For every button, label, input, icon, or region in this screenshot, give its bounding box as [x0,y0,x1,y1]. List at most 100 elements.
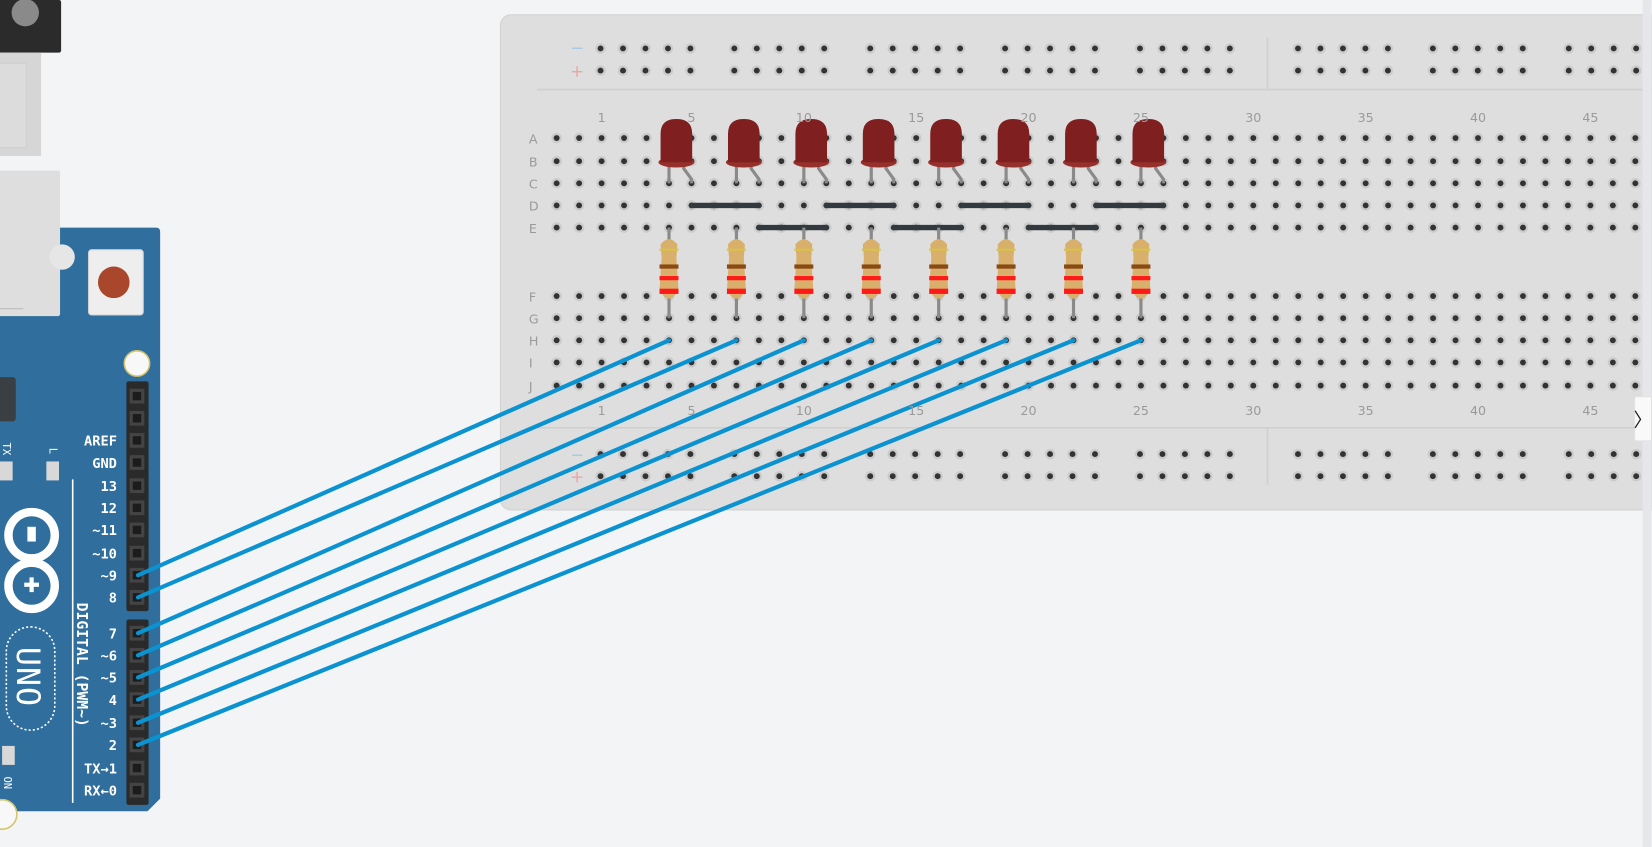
breadboard-hole[interactable] [1180,335,1192,346]
breadboard-hole[interactable] [1585,222,1596,233]
breadboard-hole[interactable] [1450,43,1461,54]
breadboard-hole[interactable] [596,200,607,211]
breadboard-hole[interactable] [1180,155,1192,167]
breadboard-hole[interactable] [1248,222,1259,233]
breadboard-hole[interactable] [999,65,1011,76]
breadboard-hole[interactable] [1292,43,1304,54]
breadboard-hole[interactable] [1292,290,1304,302]
breadboard-hole[interactable] [1113,380,1124,391]
breadboard-hole[interactable] [1472,132,1484,144]
breadboard-hole[interactable] [1562,200,1574,211]
signal-wire[interactable] [135,338,1076,725]
signal-wire[interactable] [135,338,941,680]
breadboard-hole[interactable] [999,448,1011,460]
breadboard-hole[interactable] [1382,200,1394,211]
breadboard-hole[interactable] [1495,43,1506,54]
breadboard-hole[interactable] [933,200,944,211]
breadboard-hole[interactable] [1023,290,1034,302]
breadboard-hole[interactable] [1179,448,1191,460]
breadboard-hole[interactable] [1045,200,1057,211]
breadboard-hole[interactable] [1630,178,1641,189]
breadboard-hole[interactable] [641,132,652,144]
breadboard-hole[interactable] [573,132,585,144]
breadboard-hole[interactable] [1315,335,1326,346]
breadboard-hole[interactable] [1337,155,1349,167]
breadboard-hole[interactable] [1427,312,1439,324]
breadboard-hole[interactable] [774,448,785,460]
breadboard-hole[interactable] [1562,335,1574,346]
breadboard-hole[interactable] [1224,470,1236,482]
breadboard-hole[interactable] [1337,448,1349,460]
breadboard-hole[interactable] [1607,222,1619,233]
breadboard-hole[interactable] [1225,290,1237,302]
breadboard-hole[interactable] [640,470,651,482]
breadboard-hole[interactable] [776,290,787,302]
breadboard-hole[interactable] [978,357,989,368]
breadboard-hole[interactable] [686,312,697,324]
breadboard-hole[interactable] [1495,470,1506,482]
breadboard-hole[interactable] [843,357,855,368]
breadboard-hole[interactable] [1563,448,1575,460]
breadboard-hole[interactable] [954,65,966,76]
signal-wire[interactable] [135,338,1009,702]
breadboard-hole[interactable] [1585,43,1597,54]
breadboard-hole[interactable] [1472,155,1484,167]
breadboard-hole[interactable] [1315,43,1326,54]
breadboard-hole[interactable] [1337,290,1349,302]
breadboard-hole[interactable] [1562,132,1574,144]
breadboard-hole[interactable] [1203,312,1214,324]
breadboard-hole[interactable] [1360,312,1371,324]
header-pin[interactable] [129,760,145,776]
breadboard-hole[interactable] [1203,357,1214,368]
breadboard-hole[interactable] [551,335,562,346]
breadboard-hole[interactable] [573,178,585,189]
breadboard-hole[interactable] [1292,65,1304,76]
breadboard-hole[interactable] [708,335,720,346]
breadboard-hole[interactable] [1382,222,1394,233]
breadboard-hole[interactable] [1224,65,1236,76]
breadboard-hole[interactable] [1562,380,1574,391]
breadboard-hole[interactable] [1315,470,1326,482]
breadboard-hole[interactable] [596,357,607,368]
breadboard-hole[interactable] [774,470,785,482]
breadboard-hole[interactable] [1248,335,1259,346]
breadboard-hole[interactable] [1382,448,1394,460]
breadboard-hole[interactable] [1562,290,1574,302]
breadboard-hole[interactable] [1203,335,1214,346]
breadboard-hole[interactable] [1517,132,1529,144]
breadboard-hole[interactable] [1495,155,1506,167]
breadboard-hole[interactable] [1090,290,1102,302]
breadboard-hole[interactable] [1540,335,1551,346]
breadboard-hole[interactable] [1540,200,1551,211]
breadboard-hole[interactable] [1472,380,1484,391]
breadboard-hole[interactable] [1248,178,1259,189]
breadboard-hole[interactable] [1270,380,1282,391]
led[interactable] [1130,119,1167,184]
breadboard-hole[interactable] [1608,470,1619,482]
breadboard-hole[interactable] [1517,178,1529,189]
breadboard-hole[interactable] [1045,155,1057,167]
breadboard-hole[interactable] [821,290,832,302]
breadboard-hole[interactable] [1179,470,1191,482]
breadboard-hole[interactable] [865,357,877,368]
breadboard-hole[interactable] [1562,222,1574,233]
breadboard-hole[interactable] [641,357,652,368]
led[interactable] [793,119,830,184]
breadboard-hole[interactable] [1427,470,1439,482]
breadboard-hole[interactable] [1585,200,1596,211]
breadboard-hole[interactable] [1023,312,1034,324]
breadboard-hole[interactable] [1270,132,1282,144]
breadboard-hole[interactable] [596,312,607,324]
breadboard-hole[interactable] [818,43,830,54]
breadboard-hole[interactable] [618,132,630,144]
breadboard-hole[interactable] [551,357,562,368]
breadboard-hole[interactable] [1315,155,1326,167]
breadboard-hole[interactable] [909,448,921,460]
breadboard-hole[interactable] [1225,380,1237,391]
breadboard-hole[interactable] [1495,200,1506,211]
led[interactable] [928,119,964,184]
breadboard-hole[interactable] [1337,222,1349,233]
breadboard-hole[interactable] [1427,222,1439,233]
breadboard-hole[interactable] [1315,312,1326,324]
breadboard-hole[interactable] [1180,312,1192,324]
